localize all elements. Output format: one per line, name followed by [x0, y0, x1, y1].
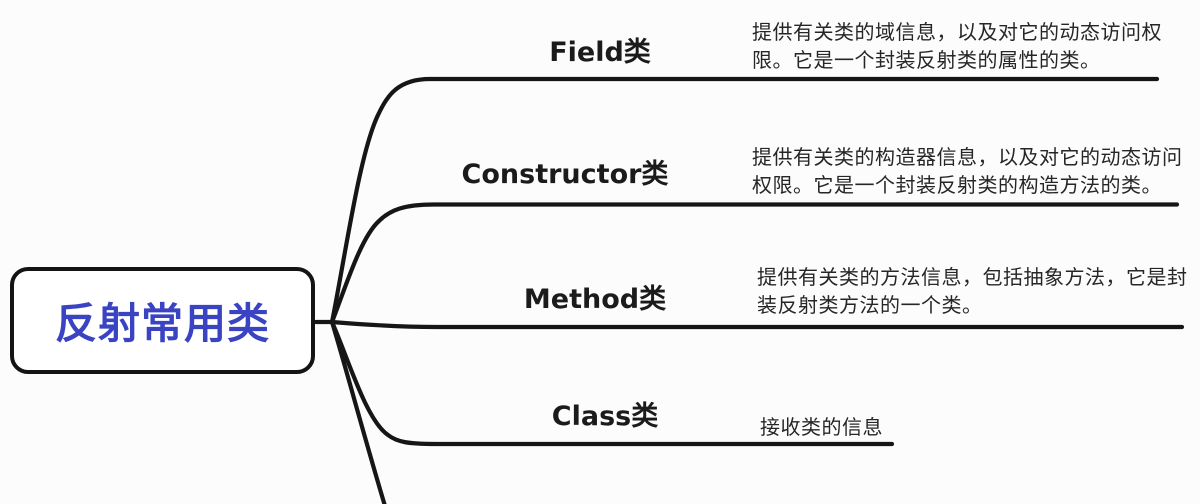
branch-line-truncated	[329, 319, 387, 504]
branch-line-class	[329, 319, 895, 447]
branch-line-constructor	[329, 202, 1180, 325]
branch-desc-constructor[interactable]: 提供有关类的构造器信息，以及对它的动态访问 权限。它是一个封装反射类的构造方法的…	[752, 145, 1183, 197]
branch-node-field[interactable]: Field类	[549, 37, 651, 68]
branch-line-method	[329, 319, 1185, 330]
branch-desc-class[interactable]: 接收类的信息	[760, 415, 883, 439]
branch-desc-method[interactable]: 提供有关类的方法信息，包括抽象方法，它是封 装反射类方法的一个类。	[757, 265, 1188, 317]
branch-node-class[interactable]: Class类	[551, 401, 659, 432]
branch-node-method[interactable]: Method类	[523, 284, 667, 315]
branch-line-field	[329, 76, 1160, 325]
root-label: 反射常用类	[54, 299, 270, 348]
branch-node-constructor[interactable]: Constructor类	[461, 159, 669, 190]
branch-desc-field[interactable]: 提供有关类的域信息，以及对它的动态访问权 限。它是一个封装反射类的属性的类。	[752, 20, 1162, 72]
root-node[interactable]: 反射常用类	[10, 267, 315, 374]
